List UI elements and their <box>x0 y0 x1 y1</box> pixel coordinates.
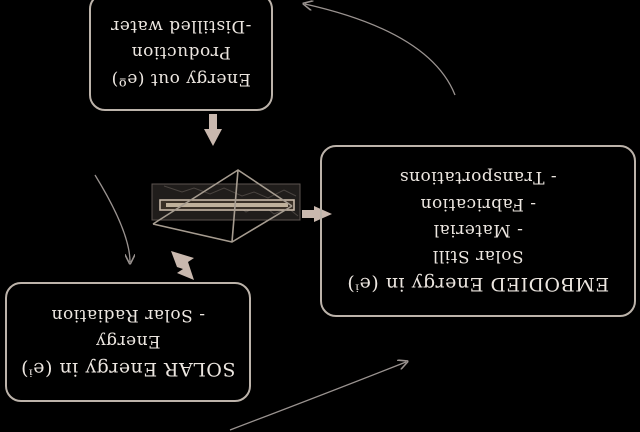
arrow-solar-into-still <box>171 251 194 280</box>
solar-still-icon <box>151 169 301 243</box>
arrow-embodied-into-still <box>302 206 332 222</box>
solar-energy-box: SOLAR Energy in (eⁱ) Energy - Solar Radi… <box>5 282 251 402</box>
energy-out-title: Energy out (eº) <box>111 68 251 89</box>
cycle-arc-right <box>94 174 130 262</box>
embodied-title: EMBODIED Energy in (eⁱ) <box>346 273 610 296</box>
solar-radiation: - Solar Radiation <box>51 304 205 325</box>
energy-out-box: Energy out (eº) Production -Distilled wa… <box>89 0 273 111</box>
still-glass <box>166 203 288 207</box>
still-frame <box>152 169 293 243</box>
embodied-energy-box: EMBODIED Energy in (eⁱ) Solar Still - Ma… <box>320 145 636 317</box>
solar-energy-label: Energy <box>95 331 161 351</box>
solar-title: SOLAR Energy in (eⁱ) <box>20 357 236 380</box>
cycle-arc-left <box>305 4 456 96</box>
embodied-transportations: - Transportations <box>399 167 557 188</box>
embodied-solar-still: Solar Still <box>432 246 524 267</box>
energy-out-distilled-water: -Distilled water <box>110 15 252 36</box>
cycle-arc-top <box>229 362 406 431</box>
embodied-fabrication: - Fabrication <box>420 193 536 214</box>
embodied-material: - Material <box>433 220 523 240</box>
arrow-still-to-out <box>204 114 222 146</box>
energy-out-production: Production <box>131 42 231 63</box>
